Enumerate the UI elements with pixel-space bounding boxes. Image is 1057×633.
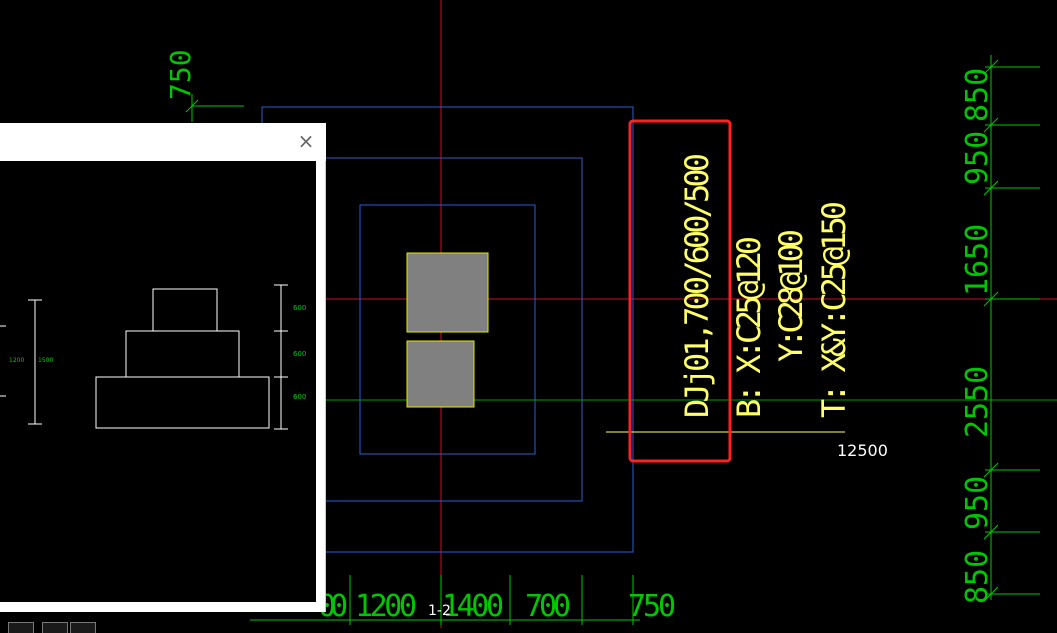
- section-label-h3: 600: [293, 304, 306, 312]
- dim-right-950-top: 950: [960, 131, 995, 185]
- section-label: 1-2: [428, 603, 451, 619]
- section-bottom-step: [95, 376, 270, 429]
- dim-right-1650: 1650: [960, 224, 995, 296]
- preview-window[interactable]: × 1200 1500 600 600 600: [0, 123, 326, 612]
- section-label-1200: 1200: [9, 357, 24, 364]
- section-label-h2: 600: [293, 350, 306, 358]
- dim-bottom-750: 750: [628, 589, 676, 624]
- dim-right-850-bottom: 850: [960, 550, 995, 604]
- annotation-line1[interactable]: DJj01,700/600/500: [678, 153, 716, 418]
- dim-right-2550: 2550: [960, 366, 995, 438]
- dim-bottom-ticks: [349, 575, 634, 625]
- section-middle-step: [125, 330, 240, 378]
- dim-right-850-top: 850: [960, 68, 995, 122]
- dim-right-ticks: [983, 59, 999, 602]
- dim-right-950-bottom: 950: [960, 476, 995, 530]
- section-drawing: 1200 1500 600 600 600: [0, 284, 306, 430]
- dim-right-ext-lines: [985, 66, 1040, 595]
- preview-canvas[interactable]: 1200 1500 600 600 600: [0, 161, 316, 602]
- annotation-highlight-box: [628, 119, 732, 463]
- dim-bottom-700: 700: [525, 589, 571, 624]
- column-upper[interactable]: [406, 252, 489, 333]
- annotation-line4[interactable]: T: X&Y:C25@150: [815, 201, 853, 418]
- preview-title-bar[interactable]: ×: [0, 123, 326, 161]
- annotation-line3[interactable]: Y:C28@100: [772, 229, 810, 362]
- coordinate-readout: 12500: [837, 441, 888, 460]
- close-icon[interactable]: ×: [297, 129, 315, 153]
- foundation-step-inner[interactable]: [359, 204, 536, 455]
- annotation-line2[interactable]: B: X:C25@120: [730, 236, 768, 418]
- dim-top-left-text: 750: [164, 49, 197, 100]
- dim-bottom-1400: 1400: [442, 589, 504, 624]
- section-label-1500: 1500: [38, 357, 53, 364]
- dim-bottom-1200: 1200: [355, 589, 417, 624]
- section-top-step: [152, 288, 218, 332]
- column-lower[interactable]: [406, 340, 475, 408]
- section-label-h1: 600: [293, 393, 306, 401]
